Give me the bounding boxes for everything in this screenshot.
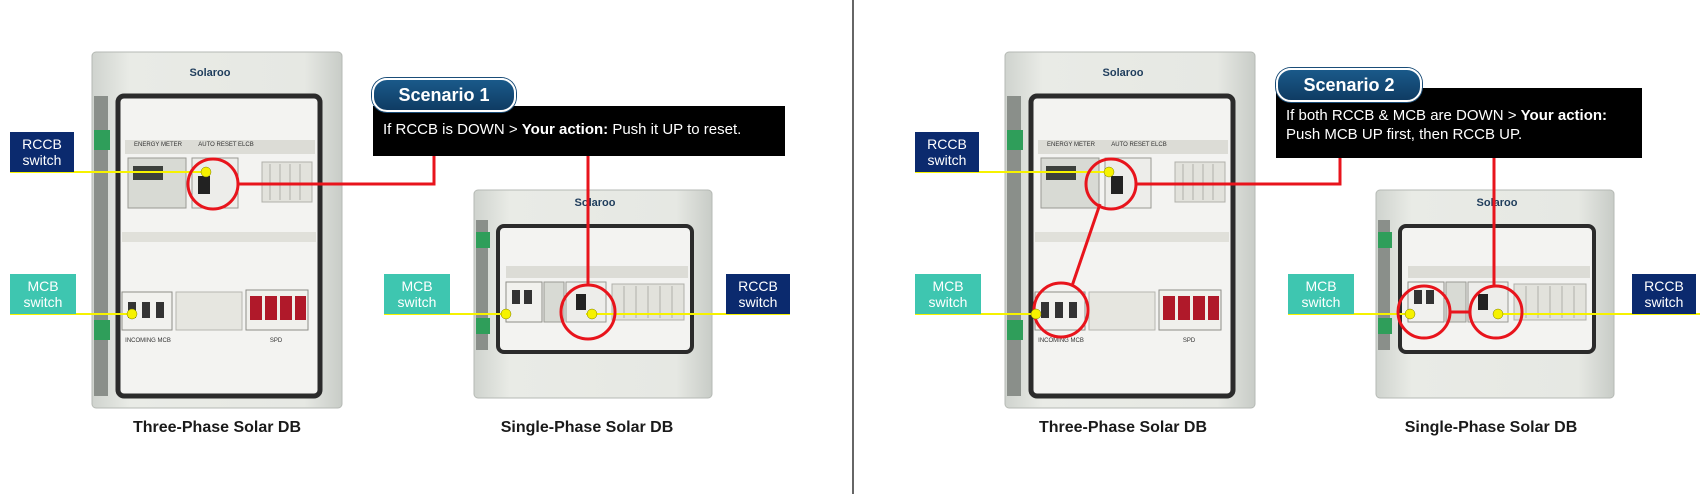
panel-spd-r3: SPD bbox=[1183, 338, 1196, 344]
caption-single-phase-left: Single-Phase Solar DB bbox=[500, 419, 674, 436]
single-phase-db-left bbox=[473, 189, 713, 399]
rccb-switch-label-right: RCCB switch bbox=[915, 132, 979, 172]
panel-text-group: ENERGY METER AUTO RESET ELCB INCOMING MC… bbox=[125, 142, 1196, 344]
three-phase-db-right bbox=[1004, 51, 1256, 409]
caption-three-phase-right: Three-Phase Solar DB bbox=[1038, 419, 1208, 436]
scenario1-title-pill: Scenario 1 bbox=[372, 78, 516, 112]
panel-elcb-r3: AUTO RESET ELCB bbox=[1111, 142, 1166, 148]
panel-energy-meter-r3: ENERGY METER bbox=[1047, 142, 1096, 148]
dot-rccb-left-single bbox=[586, 308, 598, 320]
scenario1-markers bbox=[186, 150, 617, 341]
mcb-switch-label-right-single: MCB switch bbox=[1288, 274, 1354, 314]
dot-mcb-right-three bbox=[1030, 308, 1042, 320]
rccb-switch-label-left: RCCB switch bbox=[10, 132, 74, 172]
dot-mcb-left-single bbox=[500, 308, 512, 320]
panel-incoming-mcb-l3: INCOMING MCB bbox=[125, 338, 171, 344]
guide-lines bbox=[10, 171, 1700, 315]
panel-energy-meter-l3: ENERGY METER bbox=[134, 142, 183, 148]
panel-incoming-mcb-r3: INCOMING MCB bbox=[1038, 338, 1084, 344]
brand-logo-l3: Solaroo bbox=[190, 67, 231, 79]
mcb-switch-label-right: MCB switch bbox=[915, 274, 981, 314]
panel-spd-l3: SPD bbox=[270, 338, 283, 344]
scenario1-callout: If RCCB is DOWN > Your action: Push it U… bbox=[373, 106, 785, 156]
connector-mcb-rccb-three bbox=[1070, 203, 1102, 287]
brand-logo-r3: Solaroo bbox=[1103, 67, 1144, 79]
scenario2-markers bbox=[1032, 150, 1524, 340]
guide-dots bbox=[126, 166, 1504, 320]
brand-logo-group: Solaroo Solaroo Solaroo Solaroo bbox=[190, 67, 1518, 209]
connector-right-three bbox=[1136, 150, 1342, 186]
caption-three-phase-left: Three-Phase Solar DB bbox=[132, 419, 302, 436]
dot-mcb-right-single bbox=[1404, 308, 1416, 320]
three-phase-db-left bbox=[91, 51, 343, 409]
dot-rccb-left-three bbox=[200, 166, 212, 178]
brand-logo-r1: Solaroo bbox=[1477, 197, 1518, 209]
dot-rccb-right-single bbox=[1492, 308, 1504, 320]
dot-mcb-left-three bbox=[126, 308, 138, 320]
mcb-switch-label-left-single: MCB switch bbox=[384, 274, 450, 314]
rccb-switch-label-right-single: RCCB switch bbox=[1632, 274, 1696, 314]
panel-elcb-l3: AUTO RESET ELCB bbox=[198, 142, 253, 148]
dot-rccb-right-three bbox=[1103, 166, 1115, 178]
connector-left-three bbox=[238, 150, 436, 186]
caption-single-phase-right: Single-Phase Solar DB bbox=[1404, 419, 1578, 436]
mcb-switch-label-left: MCB switch bbox=[10, 274, 76, 314]
rccb-switch-label-left-single: RCCB switch bbox=[726, 274, 790, 314]
brand-logo-l1: Solaroo bbox=[575, 197, 616, 209]
scenario2-title-pill: Scenario 2 bbox=[1276, 68, 1422, 102]
